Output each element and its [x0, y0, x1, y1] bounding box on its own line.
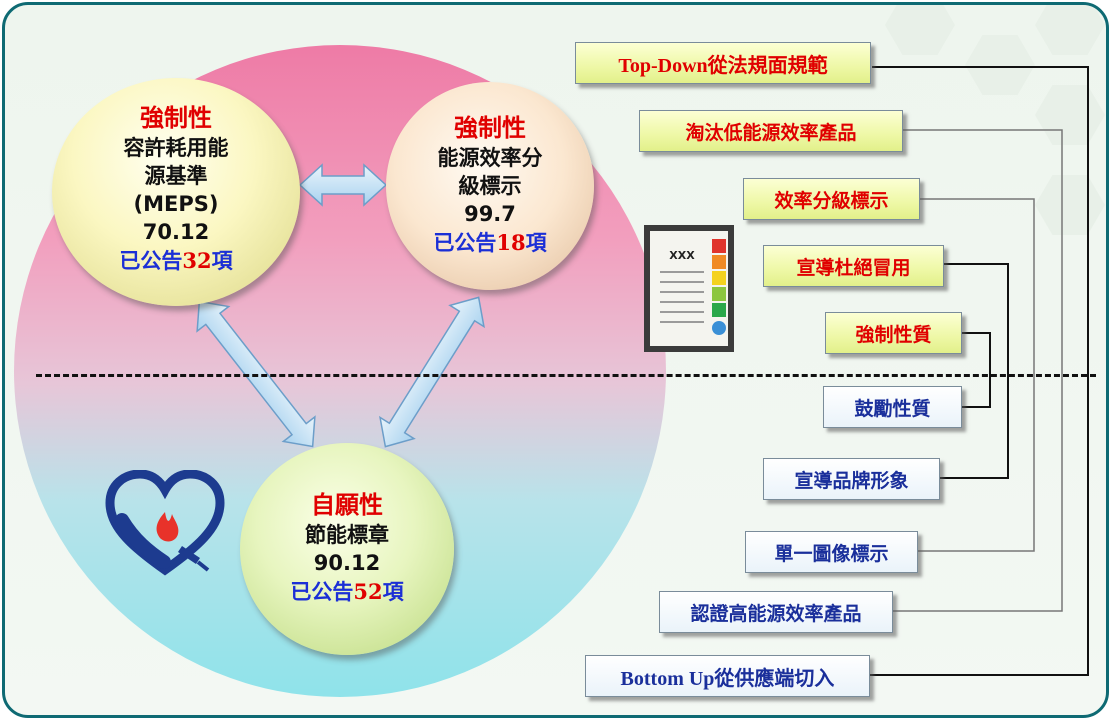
- node-grade-title: 強制性: [454, 114, 526, 142]
- box-mandatory-nature: 強制性質: [825, 312, 962, 354]
- node-meps-title: 強制性: [140, 104, 212, 132]
- box-top-down: Top-Down從法規面規範: [575, 42, 871, 84]
- node-meps-line: (MEPS): [133, 192, 219, 216]
- energy-label-text: XXX: [669, 249, 695, 262]
- node-grade-number: 99.7: [464, 202, 516, 226]
- box-certify-high-efficiency: 認證高能源效率產品: [659, 591, 893, 633]
- node-grade-announce: 已公告18項: [433, 230, 547, 255]
- node-grade-label: 強制性 能源效率分 級標示 99.7 已公告18項: [386, 82, 594, 290]
- connector-mandatory-encourage: [962, 332, 991, 408]
- node-meps-announce: 已公告32項: [119, 248, 233, 273]
- box-prevent-misuse: 宣導杜絕冒用: [763, 245, 944, 287]
- node-meps: 強制性 容許耗用能 源基準 (MEPS) 70.12 已公告32項: [52, 78, 300, 306]
- node-energy-mark: 自願性 節能標章 90.12 已公告52項: [240, 443, 454, 655]
- box-efficiency-grading: 效率分級標示: [743, 178, 920, 220]
- box-single-image-label: 單一圖像標示: [745, 531, 918, 573]
- connector-topdown-bottomup: [870, 66, 1089, 676]
- divider-dashed-line: [36, 374, 1096, 377]
- node-meps-line: 容許耗用能: [123, 136, 229, 160]
- double-arrow-right: [379, 296, 485, 448]
- node-meps-number: 70.12: [142, 220, 210, 244]
- node-mark-line: 節能標章: [305, 523, 389, 547]
- node-grade-line: 級標示: [458, 174, 522, 198]
- node-mark-announce: 已公告52項: [290, 579, 404, 604]
- double-arrow-top: [298, 163, 388, 207]
- box-brand-image: 宣導品牌形象: [763, 458, 940, 500]
- box-bottom-up: Bottom Up從供應端切入: [585, 655, 870, 697]
- energy-mark-heart-icon: [105, 470, 225, 576]
- node-mark-number: 90.12: [313, 551, 381, 575]
- box-eliminate-inefficient: 淘汰低能源效率產品: [639, 110, 903, 152]
- energy-label-image: XXX: [644, 225, 734, 352]
- connector-prevent-brand: [940, 263, 1009, 479]
- node-meps-line: 源基準: [144, 164, 208, 188]
- connector-eliminate-certify: [893, 129, 1063, 612]
- node-mark-title: 自願性: [311, 491, 383, 519]
- box-encouraged-nature: 鼓勵性質: [823, 386, 962, 428]
- node-grade-line: 能源效率分: [437, 146, 543, 170]
- background-hexagon: [965, 35, 1035, 95]
